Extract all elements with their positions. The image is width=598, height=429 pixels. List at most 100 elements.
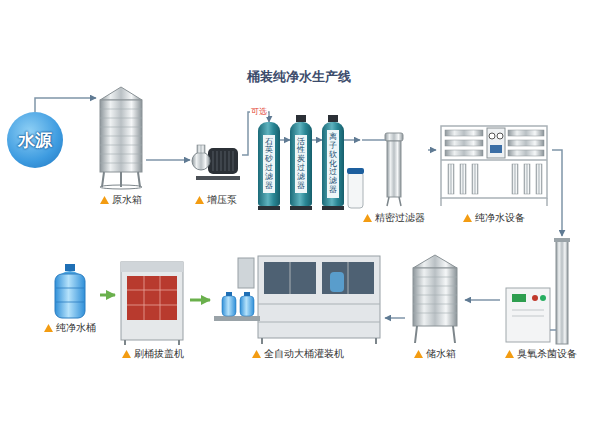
warning-triangle-icon <box>122 350 131 358</box>
water-source-circle: 水源 <box>7 112 63 168</box>
equipment-label: 增压泵 <box>207 194 237 206</box>
equipment-label-row: 纯净水桶 <box>44 322 96 334</box>
text-row: 水源 <box>18 130 52 150</box>
ozone-sterilizer-drawing <box>506 238 570 344</box>
warning-triangle-icon <box>505 350 514 358</box>
brine-tank-drawing-part <box>348 172 363 208</box>
equipment-label-row: 精密过滤器 <box>363 212 425 224</box>
booster-pump-drawing-part <box>208 148 238 174</box>
equipment-node: 储水箱 <box>405 250 465 360</box>
ozone-sterilizer-drawing-part <box>540 295 546 301</box>
filter-bases-part <box>258 206 280 210</box>
ro-unit-drawing-part <box>445 130 483 136</box>
precision-filter-drawing <box>362 133 403 206</box>
brine-tank-drawing-part <box>347 168 364 174</box>
water-bottle-drawing <box>55 264 85 318</box>
warning-triangle-icon <box>195 196 204 204</box>
warning-triangle-icon <box>122 350 131 358</box>
warning-triangle-icon <box>44 324 53 332</box>
ro-unit-drawing-part <box>441 126 547 198</box>
precision-filter-drawing-part <box>387 197 401 206</box>
warning-triangle-icon <box>195 196 204 204</box>
equipment-label: 纯净水桶 <box>56 322 96 334</box>
equipment-label: 原水箱 <box>112 194 142 206</box>
water-pipe <box>552 150 562 236</box>
equipment-label-row: 增压泵 <box>195 194 237 206</box>
water-bottle-drawing-part <box>55 274 85 318</box>
filling-machine-drawing-part <box>238 258 254 288</box>
warning-triangle-icon <box>100 196 109 204</box>
ro-unit-drawing-part <box>497 133 503 139</box>
filter-bases-part <box>328 115 338 122</box>
flow-arrow <box>100 294 115 297</box>
ozone-sterilizer-drawing-part <box>506 288 550 342</box>
bottle-washer-drawing <box>121 262 183 345</box>
filling-machine-drawing <box>214 256 380 344</box>
booster-pump-drawing-part <box>213 151 233 171</box>
equipment-node: 臭氧杀菌设备 <box>500 236 582 360</box>
ozone-sterilizer-drawing-part <box>512 294 526 302</box>
filling-machine-drawing-part <box>214 316 260 321</box>
water-bottle-drawing-part <box>56 288 84 302</box>
equipment-label-row: 全自动大桶灌装机 <box>252 348 344 360</box>
bottle-washer-drawing-part <box>127 276 177 320</box>
text-row: 活性炭过滤器 <box>295 135 307 194</box>
raw-water-tank-drawing-part <box>100 100 142 172</box>
ro-unit-drawing-part <box>472 164 478 194</box>
warning-triangle-icon <box>463 214 472 222</box>
filter-label: 活性炭过滤器 <box>295 135 307 194</box>
text-row: 离子软化过滤器 <box>327 130 339 198</box>
filling-machine-drawing-part <box>240 296 254 316</box>
ozone-sterilizer-drawing-part <box>550 329 556 331</box>
equipment-node: 纯净水设备 <box>436 118 552 224</box>
equipment-label: 臭氧杀菌设备 <box>517 348 577 360</box>
equipment-node: 精密过滤器 <box>360 128 428 224</box>
warning-triangle-icon <box>414 350 423 358</box>
ozone-sterilizer-drawing-part <box>556 240 568 344</box>
ro-unit-drawing-part <box>445 150 483 156</box>
water-bottle-drawing-part <box>65 264 75 271</box>
pipe-label: 可选 <box>250 107 268 117</box>
equipment-label: 全自动大桶灌装机 <box>264 348 344 360</box>
filter-tank: 离子软化过滤器 <box>322 122 344 206</box>
raw-water-tank-drawing <box>100 87 142 189</box>
ro-unit-drawing-part <box>490 145 502 153</box>
source-label: 水源 <box>18 130 52 150</box>
filter-bases-part <box>296 115 306 122</box>
booster-pump-drawing-part <box>192 152 210 170</box>
ro-unit-drawing-part <box>508 150 544 156</box>
raw-water-tank-drawing-part <box>100 185 142 189</box>
ro-unit-drawing-part <box>489 133 495 139</box>
storage-tank-drawing-part <box>413 268 457 326</box>
booster-pump-drawing <box>192 145 240 180</box>
water-pipe <box>280 139 290 141</box>
equipment-label: 储水箱 <box>426 348 456 360</box>
water-pipe <box>428 149 436 151</box>
warning-triangle-icon <box>363 214 372 222</box>
equipment-label-row: 臭氧杀菌设备 <box>505 348 577 360</box>
water-pipe <box>385 317 405 319</box>
booster-pump-drawing-part <box>197 145 205 153</box>
warning-triangle-icon <box>414 350 423 358</box>
storage-tank-drawing-part <box>413 277 457 313</box>
bottle-washer-drawing-part <box>121 262 183 340</box>
filter-tank: 活性炭过滤器 <box>290 122 312 206</box>
filter-bases-part <box>322 206 344 210</box>
flow-arrow <box>190 299 210 302</box>
equipment-label-row: 储水箱 <box>414 348 456 360</box>
ro-unit-drawing-part <box>512 164 518 194</box>
ro-unit-drawing-part <box>508 140 544 146</box>
storage-tank-drawing <box>413 255 457 343</box>
filter-label: 离子软化过滤器 <box>327 130 339 198</box>
filter-bases-part <box>290 206 312 210</box>
warning-triangle-icon <box>100 196 109 204</box>
filter-label: 石英砂过滤器 <box>263 135 275 194</box>
filter-bases <box>258 115 344 210</box>
filling-machine-drawing-part <box>330 272 344 292</box>
equipment-node: 增压泵 <box>190 140 242 206</box>
filling-machine-drawing-part <box>244 292 250 296</box>
equipment-node: 纯净水桶 <box>40 262 100 334</box>
warning-triangle-icon <box>252 350 261 358</box>
water-pipe <box>465 299 500 301</box>
